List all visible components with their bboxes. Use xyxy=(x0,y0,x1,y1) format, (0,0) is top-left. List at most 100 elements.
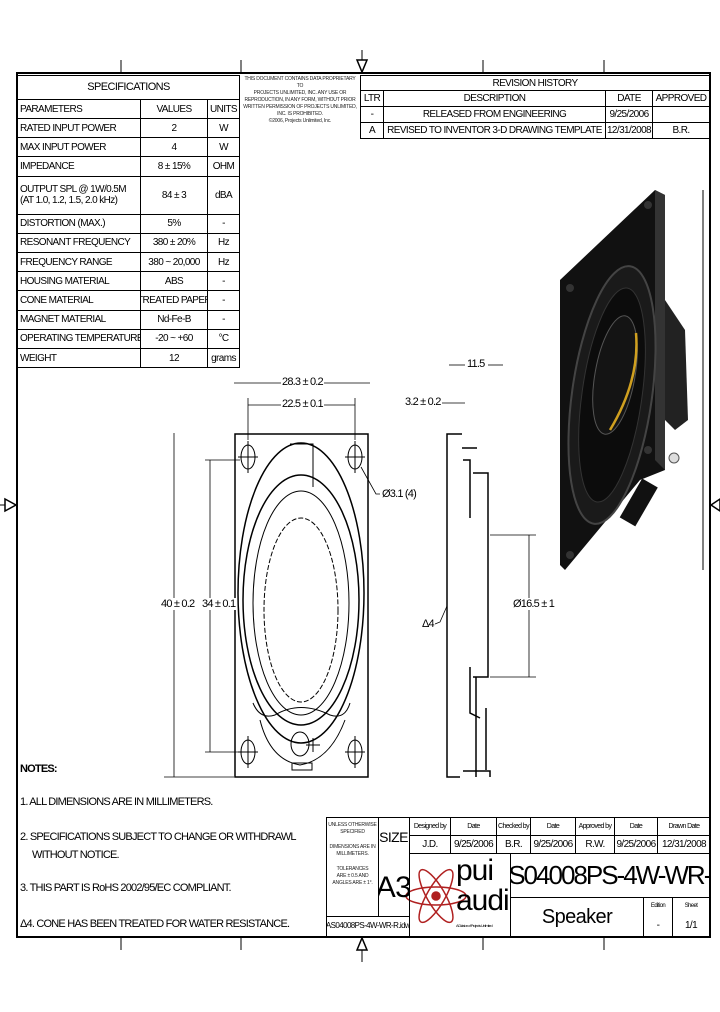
speaker-3d-render xyxy=(560,190,688,570)
center-mark-left xyxy=(4,497,18,513)
spec-row-parameter: MAX INPUT POWER xyxy=(17,137,141,158)
spec-param-line: OUTPUT SPL @ 1W/0.5M xyxy=(20,184,127,196)
spec-header-values: VALUES xyxy=(140,99,208,119)
center-mark-right xyxy=(709,498,720,512)
tb-header: Date xyxy=(530,817,576,836)
spec-param: RESONANT FREQUENCY xyxy=(20,237,131,249)
spec-row-parameter: MAGNET MATERIAL xyxy=(17,309,141,330)
spec-unit: °C xyxy=(218,333,229,345)
spec-row-parameter: OPERATING TEMPERATURE xyxy=(17,328,141,349)
spec-row-unit: °C xyxy=(207,328,240,349)
rev-cell: Edition - xyxy=(643,897,673,937)
rev-value: - xyxy=(656,919,660,931)
rev-header-ltr: LTR xyxy=(360,90,384,107)
size-value: A3 xyxy=(378,870,410,904)
tb-header: Designed by xyxy=(409,817,451,836)
tolerance-line: UNLESS OTHERWISE xyxy=(328,822,377,828)
spec-value: 380 ~ 20,000 xyxy=(148,256,200,268)
spec-param: HOUSING MATERIAL xyxy=(20,275,110,287)
note-3: 3. THIS PART IS RoHS 2002/95/EC COMPLIAN… xyxy=(20,882,232,894)
spec-row-parameter: WEIGHT xyxy=(17,348,141,369)
note-2: 2. SPECIFICATIONS SUBJECT TO CHANGE OR W… xyxy=(20,831,297,843)
spec-row-unit: - xyxy=(207,290,240,311)
spec-param: WEIGHT xyxy=(20,352,57,364)
note-4: Δ4. CONE HAS BEEN TREATED FOR WATER RESI… xyxy=(20,918,290,930)
spec-unit: W xyxy=(219,141,228,153)
spec-row-parameter: CONE MATERIAL xyxy=(17,290,141,311)
pui-audio-logo-atom xyxy=(405,868,467,924)
notes-title: NOTES: xyxy=(20,763,58,775)
dim-hole-spacing-y: 34 ± 0.1 xyxy=(201,598,237,610)
tb-value: 12/31/2008 xyxy=(657,835,711,854)
spec-unit: OHM xyxy=(212,160,235,172)
spec-value: 4 xyxy=(171,141,178,153)
spec-row-parameter: DISTORTION (MAX.) xyxy=(17,213,141,234)
spec-row-unit: - xyxy=(207,309,240,330)
spec-row-parameter: RESONANT FREQUENCY xyxy=(17,232,141,253)
spec-header-units: UNITS xyxy=(207,99,240,119)
rev-date: 12/31/2008 xyxy=(605,122,653,139)
rev-header-approved: APPROVED xyxy=(652,90,710,107)
dim-hole-diameter: Ø3.1 (4) xyxy=(381,488,417,500)
spec-row-unit: Hz xyxy=(207,232,240,253)
rev-description: REVISED TO INVENTOR 3-D DRAWING TEMPLATE xyxy=(383,122,606,139)
spec-row-parameter: RATED INPUT POWER xyxy=(17,118,141,139)
part-number: AS04008PS-4W-WR-R xyxy=(510,853,710,898)
dim-overall-height: 40 ± 0.2 xyxy=(160,598,196,610)
notice-line: REPRODUCTION, IN ANY FORM, WITHOUT PRIOR xyxy=(244,97,356,103)
note-2-cont: WITHOUT NOTICE. xyxy=(32,849,120,861)
center-mark-top xyxy=(355,59,369,74)
spec-row-value: -20 ~ +60 xyxy=(140,328,208,349)
spec-param: DISTORTION (MAX.) xyxy=(20,218,106,230)
sheet-cell: Sheet 1/1 xyxy=(672,897,710,937)
side-dimension-lines xyxy=(434,364,536,678)
spec-param: OPERATING TEMPERATURE xyxy=(20,333,141,345)
revision-title: REVISION HISTORY xyxy=(360,75,710,91)
tb-header: Date xyxy=(450,817,497,836)
spec-row-value: TREATED PAPER xyxy=(140,290,208,311)
file-name: AS04008PS-4W-WR-R.idw xyxy=(326,916,410,937)
notice-line: THIS DOCUMENT CONTAINS DATA PROPRIETARY … xyxy=(244,76,356,89)
spec-row-unit: W xyxy=(207,137,240,158)
spec-value: TREATED PAPER xyxy=(140,294,208,306)
spec-unit: dBA xyxy=(214,189,233,201)
rev-header-description: DESCRIPTION xyxy=(383,90,606,107)
spec-row-value: 380 ± 20% xyxy=(140,232,208,253)
tolerance-note: UNLESS OTHERWISE SPECIFIED DIMENSIONS AR… xyxy=(326,817,379,917)
rev-ltr: A xyxy=(360,122,384,139)
spec-unit: Hz xyxy=(217,256,230,268)
dim-hole-spacing-x: 22.5 ± 0.1 xyxy=(281,398,324,410)
spec-row-parameter: OUTPUT SPL @ 1W/0.5M(AT 1.0, 1.2, 1.5, 2… xyxy=(17,175,141,215)
spec-row-parameter: HOUSING MATERIAL xyxy=(17,271,141,292)
spec-unit: - xyxy=(222,314,225,326)
sheet-value: 1/1 xyxy=(684,919,698,931)
size-label: SIZE xyxy=(379,829,408,846)
tb-header: Approved by xyxy=(575,817,615,836)
spec-param: MAGNET MATERIAL xyxy=(20,314,106,326)
spec-row-value: Nd-Fe-B xyxy=(140,309,208,330)
dim-flange: 3.2 ± 0.2 xyxy=(404,396,442,408)
notice-line: PROJECTS UNLIMITED, INC. ANY USE OR xyxy=(253,90,347,96)
spec-row-unit: - xyxy=(207,213,240,234)
spec-param: RATED INPUT POWER xyxy=(20,122,117,134)
tb-header: Date xyxy=(614,817,658,836)
spec-row-value: 8 ± 15% xyxy=(140,156,208,177)
spec-value: 8 ± 15% xyxy=(157,160,191,172)
spec-unit: - xyxy=(222,275,225,287)
spec-value: 380 ± 20% xyxy=(152,237,196,249)
dim-overall-width: 28.3 ± 0.2 xyxy=(281,376,324,388)
tolerance-line: TOLERANCES xyxy=(336,866,369,872)
center-mark-bottom xyxy=(355,936,369,951)
spec-value: 5% xyxy=(167,218,181,230)
spec-param-line: (AT 1.0, 1.2, 1.5, 2.0 kHz) xyxy=(20,195,118,207)
sheet-label: Sheet xyxy=(684,903,698,910)
tb-value: B.R. xyxy=(496,835,531,854)
notice-line: ©2006, Projects Unlimited, Inc. xyxy=(268,118,332,124)
spec-row-unit: dBA xyxy=(207,175,240,215)
spec-unit: - xyxy=(222,294,225,306)
notice-line: INC. IS PROHIBITED. xyxy=(277,111,323,117)
logo-tagline: A Division of Projects Unlimited xyxy=(456,923,493,928)
tb-value: 9/25/2006 xyxy=(530,835,576,854)
rev-ltr: - xyxy=(360,106,384,123)
